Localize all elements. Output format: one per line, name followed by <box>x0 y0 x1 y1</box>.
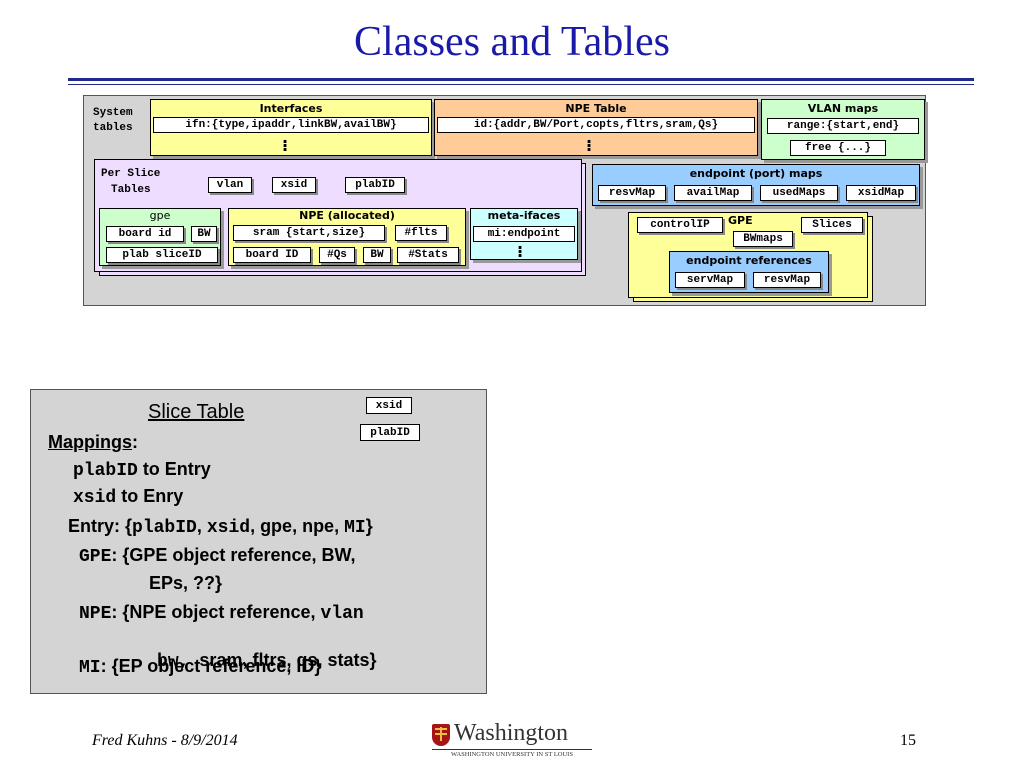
more-dots: ... <box>516 234 524 261</box>
mapping-xsid: xsid to Enry <box>73 486 184 508</box>
gpe-plab-slice-id: plab sliceID <box>106 247 218 263</box>
vlan-range-entry: range:{start,end} <box>767 118 919 134</box>
vlan-free-entry: free {...} <box>790 140 886 156</box>
npe-definition-cont: bw, sram, fltrs, qs, stats} <box>157 650 377 672</box>
npe-sram: sram {start,size} <box>233 225 385 241</box>
gpe-object: controlIP GPE Slices BWmaps endpoint ref… <box>628 212 868 298</box>
interfaces-header: Interfaces <box>259 102 323 115</box>
endpoint-usedmaps: usedMaps <box>760 185 838 201</box>
endpoint-availmap: availMap <box>674 185 752 201</box>
npe-allocated-table: NPE (allocated) sram {start,size} #flts … <box>228 208 466 266</box>
gpe-definition: GPE: {GPE object reference, BW, <box>79 545 356 567</box>
more-dots: ... <box>585 128 593 155</box>
vlan-maps-table: VLAN maps range:{start,end} free {...} <box>761 99 925 160</box>
mapping-plabid: plabID to Entry <box>73 459 211 481</box>
npe-definition: NPE: {NPE object reference, vlan <box>79 602 364 624</box>
endpoint-servmap: servMap <box>675 272 745 288</box>
npe-stats: #Stats <box>397 247 459 263</box>
university-logo: Washington WASHINGTON UNIVERSITY IN ST L… <box>432 720 594 762</box>
endpoint-port-maps: endpoint (port) maps resvMap availMap us… <box>592 164 920 206</box>
gpe-header: gpe <box>149 209 171 222</box>
title-rule <box>68 78 974 81</box>
npe-table: NPE Table id:{addr,BW/Port,copts,fltrs,s… <box>434 99 758 156</box>
endpoint-maps-header: endpoint (port) maps <box>689 167 823 180</box>
npe-board-id: board ID <box>233 247 311 263</box>
footer-author: Fred Kuhns - 8/9/2014 <box>92 732 238 749</box>
npe-bw: BW <box>363 247 391 263</box>
logo-subtitle: WASHINGTON UNIVERSITY IN ST LOUIS <box>451 751 573 758</box>
per-slice-label: Per Slice Tables <box>101 168 161 196</box>
slice-plabid-box: plabID <box>360 424 420 441</box>
endpoint-references-header: endpoint references <box>686 254 812 267</box>
endpoint-xsidmap: xsidMap <box>846 185 916 201</box>
logo-rule <box>432 749 592 750</box>
gpe-bw: BW <box>191 226 217 242</box>
meta-ifaces-entry: mi:endpoint <box>473 226 575 242</box>
npe-allocated-header: NPE (allocated) <box>299 209 395 222</box>
interfaces-table: Interfaces ifn:{type,ipaddr,linkBW,avail… <box>150 99 432 156</box>
vlan-maps-header: VLAN maps <box>807 102 879 115</box>
mappings-label: Mappings: <box>48 432 138 452</box>
title-rule-thin <box>68 84 974 85</box>
page-title: Classes and Tables <box>354 19 670 65</box>
mi-definition: MI: {EP object reference, ID} <box>79 656 322 678</box>
gpe-table: gpe board id BW plab sliceID <box>99 208 221 266</box>
slice-table-heading: Slice Table <box>148 401 245 423</box>
page-number: 15 <box>900 732 916 749</box>
gpe-board-id: board id <box>106 226 184 242</box>
endpoint-resvmap: resvMap <box>598 185 666 201</box>
npe-qs: #Qs <box>319 247 355 263</box>
gpe-slices: Slices <box>801 217 863 233</box>
endpoint-ref-resvmap: resvMap <box>753 272 821 288</box>
per-slice-vlan: vlan <box>208 177 252 193</box>
gpe-control-ip: controlIP <box>637 217 723 233</box>
entry-definition: Entry: {plabID, xsid, gpe, npe, MI} <box>68 516 373 538</box>
npe-flts: #flts <box>395 225 447 241</box>
slice-xsid-box: xsid <box>366 397 412 414</box>
system-tables-label: System tables <box>93 107 133 134</box>
shield-icon <box>432 724 450 746</box>
npe-table-header: NPE Table <box>565 102 627 115</box>
logo-wordmark: Washington <box>454 720 569 746</box>
meta-ifaces-header: meta-ifaces <box>487 209 561 222</box>
meta-ifaces-table: meta-ifaces mi:endpoint ... <box>470 208 578 260</box>
per-slice-tables: Per Slice Tables vlan xsid plabID gpe bo… <box>94 159 582 272</box>
per-slice-xsid: xsid <box>272 177 316 193</box>
per-slice-plabid: plabID <box>345 177 405 193</box>
npe-table-entry: id:{addr,BW/Port,copts,fltrs,sram,Qs} <box>437 117 755 133</box>
gpe-object-label: GPE <box>728 214 753 227</box>
gpe-bwmaps: BWmaps <box>733 231 793 247</box>
endpoint-references: endpoint references servMap resvMap <box>669 251 829 293</box>
more-dots: ... <box>281 128 289 155</box>
interfaces-entry: ifn:{type,ipaddr,linkBW,availBW} <box>153 117 429 133</box>
gpe-definition-cont: EPs, ??} <box>149 573 223 593</box>
slice-table-panel: Slice Table xsid plabID Mappings: plabID… <box>30 389 487 694</box>
